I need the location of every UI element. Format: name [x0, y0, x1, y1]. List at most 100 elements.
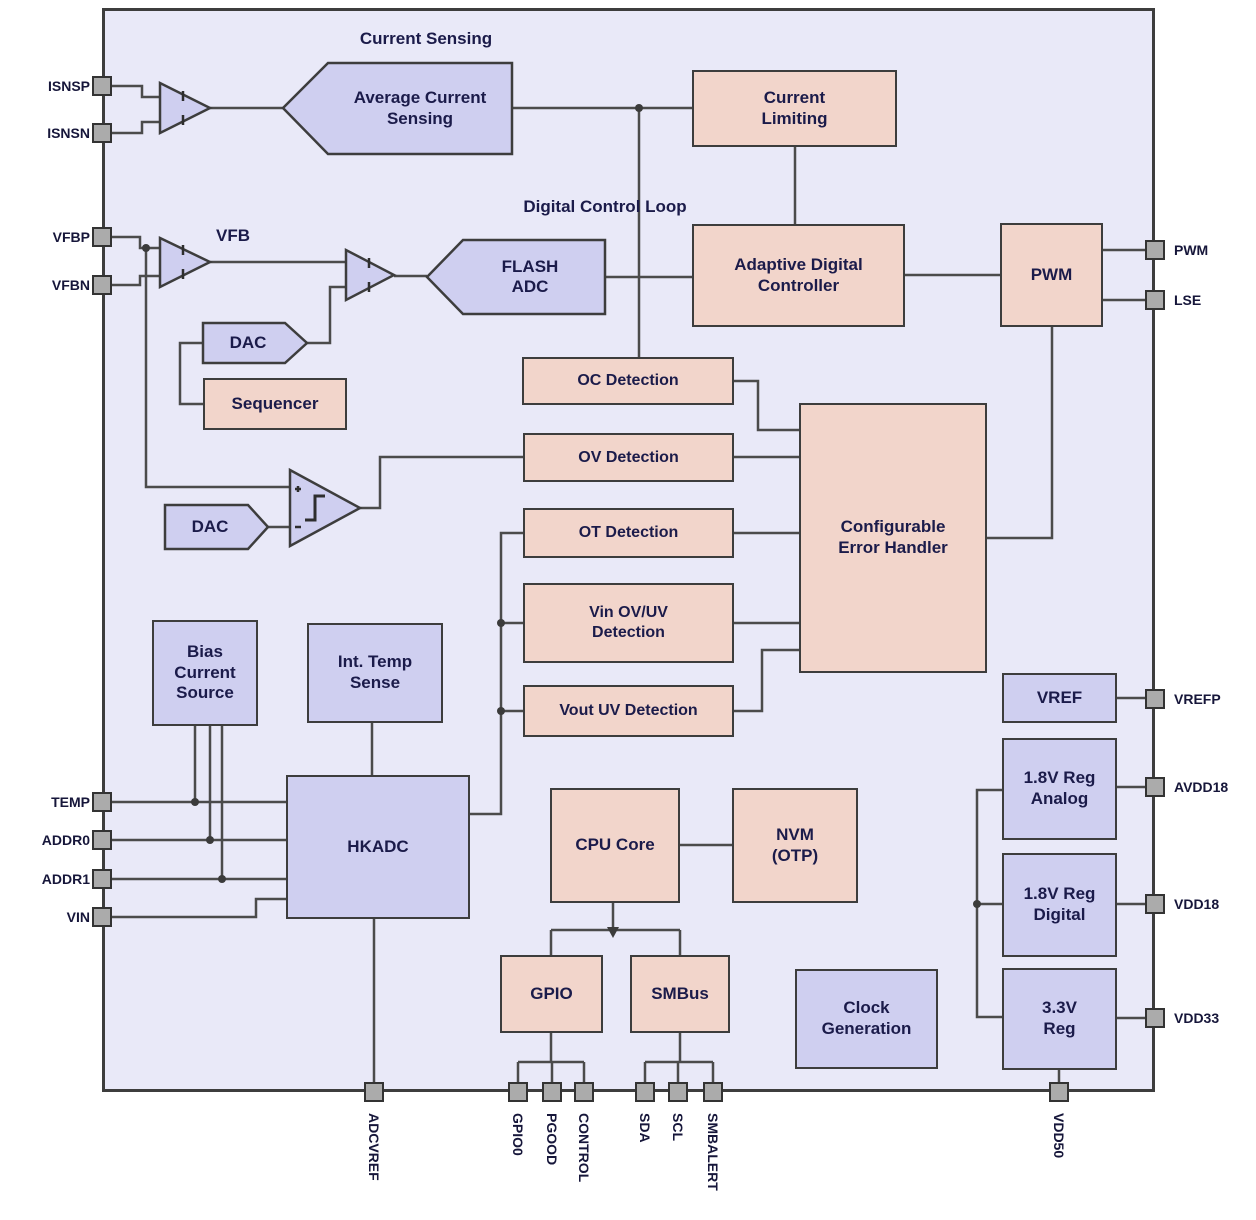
pin-label-gpio0: GPIO0 — [510, 1113, 526, 1156]
block-current-limiting: Current Limiting — [692, 70, 897, 147]
wire-gpio-fanout — [516, 1033, 586, 1082]
pin-lse — [1145, 290, 1165, 310]
pin-pwm — [1145, 240, 1165, 260]
vfb-label: VFB — [216, 226, 250, 245]
wire-vfbp-to-comparator — [144, 248, 290, 489]
pin-label-addr1: ADDR1 — [41, 871, 90, 887]
block-1v8-reg-analog: 1.8V Reg Analog — [1002, 738, 1117, 840]
pin-vin — [92, 907, 112, 927]
pin-pgood — [542, 1082, 562, 1102]
pin-vrefp — [1145, 689, 1165, 709]
wire-voutuv-to-errorhandler — [734, 648, 799, 713]
block-clock-generation: Clock Generation — [795, 969, 938, 1069]
dac-ov-pentagon — [163, 503, 270, 551]
pin-label-vdd33: VDD33 — [1174, 1010, 1220, 1026]
junction-dots — [142, 104, 981, 938]
pin-control — [574, 1082, 594, 1102]
junction-dot — [635, 104, 643, 112]
wire-smbus-fanout — [643, 1033, 715, 1082]
dac-vfb-pentagon — [201, 321, 309, 365]
pin-label-vfbp: VFBP — [52, 229, 90, 245]
pin-label-temp: TEMP — [51, 794, 90, 810]
pin-temp — [92, 792, 112, 812]
wire-vfbn — [112, 274, 160, 287]
pin-label-adcvref: ADCVREF — [366, 1113, 382, 1181]
comparator-polarity-marks — [295, 486, 301, 529]
pin-vfbn — [92, 275, 112, 295]
pin-label-vfbn: VFBN — [51, 277, 90, 293]
block-nvm-otp: NVM (OTP) — [732, 788, 858, 903]
block-bias-current-source: Bias Current Source — [152, 620, 258, 726]
avg-current-sensing-pentagon — [281, 61, 514, 156]
pin-isnsp — [92, 76, 112, 96]
block-vin-ovuv-detection: Vin OV/UV Detection — [523, 583, 734, 663]
digital-control-loop-section-label: Digital Control Loop — [523, 197, 687, 216]
wires — [112, 84, 1145, 1082]
pin-sda — [635, 1082, 655, 1102]
pin-addr0 — [92, 830, 112, 850]
pin-label-vdd18: VDD18 — [1174, 896, 1220, 912]
pin-label-sda: SDA — [637, 1113, 653, 1143]
wire-oc-to-errorhandler — [734, 379, 799, 432]
block-int-temp-sense: Int. Temp Sense — [307, 623, 443, 723]
block-3v3-reg: 3.3V Reg — [1002, 968, 1117, 1070]
pin-smbalert — [703, 1082, 723, 1102]
pin-avdd18 — [1145, 777, 1165, 797]
block-cpu-core: CPU Core — [550, 788, 680, 903]
junction-dot — [497, 619, 505, 627]
junction-dot — [206, 836, 214, 844]
pin-label-scl: SCL — [670, 1113, 686, 1141]
pin-label-isnsn: ISNSN — [47, 125, 90, 141]
pin-label-addr0: ADDR0 — [41, 832, 90, 848]
pin-label-isnsp: ISNSP — [47, 78, 90, 94]
pin-label-pwm: PWM — [1174, 242, 1209, 258]
wire-isnsp — [112, 84, 160, 99]
block-pwm: PWM — [1000, 223, 1103, 327]
junction-dot — [218, 875, 226, 883]
pin-label-vin: VIN — [66, 909, 90, 925]
wire-detection-bus — [470, 531, 523, 816]
junction-dot — [497, 707, 505, 715]
cpu-bus-arrow-icon — [607, 927, 619, 938]
block-dac-ov-label: DAC — [191, 516, 229, 536]
hysteresis-icon — [305, 494, 325, 522]
pin-gpio0 — [508, 1082, 528, 1102]
block-vout-uv-detection: Vout UV Detection — [523, 685, 734, 737]
wire-vfbp — [112, 235, 160, 250]
block-adaptive-digital-controller: Adaptive Digital Controller — [692, 224, 905, 327]
current-sense-amp-icon — [158, 80, 213, 136]
block-ot-detection: OT Detection — [523, 508, 734, 558]
junction-dot — [191, 798, 199, 806]
pin-label-vdd50: VDD50 — [1051, 1113, 1067, 1159]
wire-dac-to-amp3 — [307, 285, 346, 345]
second-stage-amp-icon — [344, 247, 397, 303]
block-gpio: GPIO — [500, 955, 603, 1033]
block-avg-current-sensing-label: Average Current Sensing — [353, 88, 487, 128]
vfb-amp-icon — [158, 236, 213, 290]
block-sequencer: Sequencer — [203, 378, 347, 430]
pin-vdd50 — [1049, 1082, 1069, 1102]
pin-addr1 — [92, 869, 112, 889]
junction-dot — [142, 244, 150, 252]
pin-vdd33 — [1145, 1008, 1165, 1028]
amp-marks — [181, 91, 371, 529]
current-sensing-section-label: Current Sensing — [359, 29, 493, 48]
block-oc-detection: OC Detection — [522, 357, 734, 405]
analog-shapes — [158, 61, 607, 551]
block-hkadc: HKADC — [286, 775, 470, 919]
wire-isnsn — [112, 120, 160, 135]
block-flash-adc-label: FLASH ADC — [501, 256, 559, 296]
pin-label-lse: LSE — [1174, 292, 1202, 308]
pin-adcvref — [364, 1082, 384, 1102]
wire-vin — [112, 897, 286, 919]
pin-label-pgood: PGOOD — [544, 1113, 560, 1166]
junction-dot — [973, 900, 981, 908]
pin-label-smbalert: SMBALERT — [705, 1113, 721, 1191]
wire-comparator-to-ov — [360, 455, 523, 510]
ov-comparator-icon — [288, 467, 363, 549]
wire-dac-sequencer — [178, 341, 203, 406]
block-configurable-error-handler: Configurable Error Handler — [799, 403, 987, 673]
pin-label-vrefp: VREFP — [1174, 691, 1221, 707]
